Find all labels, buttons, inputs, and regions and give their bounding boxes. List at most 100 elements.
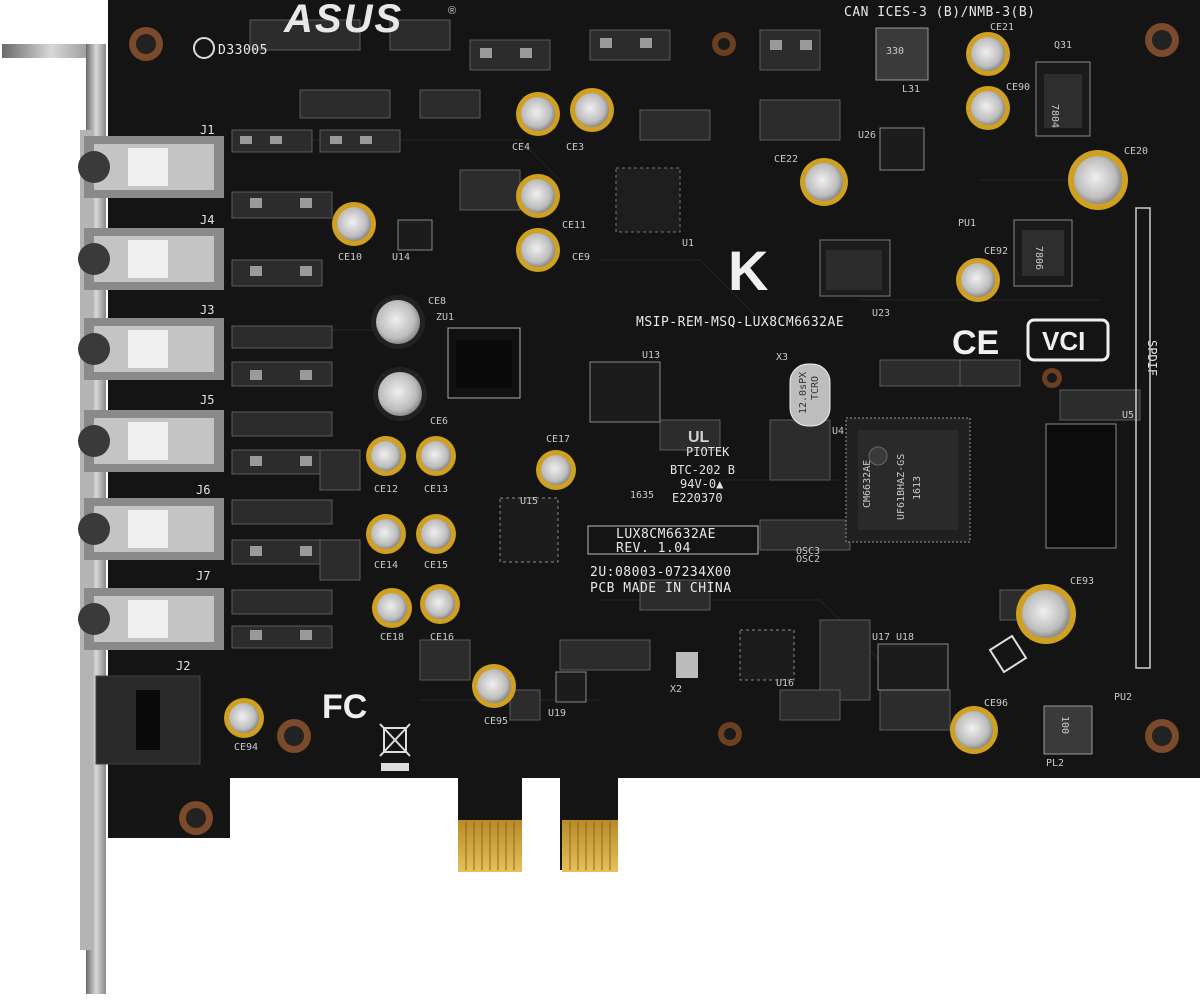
cap-label: CE16 [430,632,454,643]
cap-label: CE3 [566,142,584,153]
made-in-text: PCB MADE IN CHINA [590,581,732,596]
ic-label: PU2 [1114,692,1132,703]
ic-label: L31 [902,84,920,95]
date-code-text: 1635 [630,490,654,501]
cap-label: CE94 [234,742,258,753]
jack-label-j6: J6 [196,483,210,497]
ic-label: X2 [670,684,682,695]
cap-label: CE95 [484,716,508,727]
recycle-icon [193,37,215,59]
jack-label-j4: J4 [200,213,214,227]
ic-label: U18 [896,632,914,643]
cap-label: CE11 [562,220,586,231]
crystal-x3 [789,363,831,427]
ic-label: U14 [392,252,410,263]
registered-mark: ® [448,5,456,17]
flammability-text: 94V-0▲ [680,477,724,491]
cap-label: CE13 [424,484,448,495]
inductor-marking: 330 [886,46,904,57]
regulator-reg2 [1013,219,1073,287]
ic-label: ZU1 [436,312,454,323]
crystal-marking-2: TCRO [810,376,821,400]
cap-label: CE90 [1006,82,1030,93]
cap-label: CE22 [774,154,798,165]
inductor-pl2 [1043,705,1093,755]
ic-u15 [499,497,559,563]
audio-jack-j4 [78,228,224,290]
audio-jack-j1 [78,136,224,198]
cap-label: CE10 [338,252,362,263]
ic-label: U5 [1122,410,1134,421]
ul-file-text: E220370 [672,491,723,505]
capacitor-labels: CE4 CE3 CE11 CE9 CE10 CE8 CE6 CE12 CE13 … [234,22,1148,753]
kc-mark: K [728,239,768,302]
ic-label: X3 [776,352,788,363]
cap-label: CE17 [546,434,570,445]
inductor-l31 [875,27,929,81]
cap-label: CE8 [428,296,446,307]
ic-label: PL2 [1046,758,1064,769]
ic-label: U4 [832,426,844,437]
ic-label: U17 [872,632,890,643]
crystal-x2 [676,652,698,678]
ic-label: OSC2 [796,554,820,565]
pcie-gold-fingers [458,820,618,872]
capacitors [224,32,1128,754]
ic-u13 [589,361,661,423]
ic-labels: U1 U13 U14 U15 U16 U17 U18 U19 U23 U26 U… [392,40,1134,769]
resistor-pads [240,38,812,640]
cap-label: CE12 [374,484,398,495]
ic-label: U15 [520,496,538,507]
cap-label: CE4 [512,142,530,153]
cap-label: CE92 [984,246,1008,257]
ic-label: PU1 [958,218,976,229]
regulator-marking: 7804 [1049,104,1060,128]
spdif-text: SPDIF [1145,340,1159,376]
regulator-q31 [1035,61,1091,137]
cap-label: CE96 [984,698,1008,709]
asus-logo: ASUS [283,0,403,41]
cap-label: CE15 [424,560,448,571]
ic-u5 [1045,423,1117,549]
pl2-marking: 100 [1059,716,1070,734]
ic-label: U13 [642,350,660,361]
model-box [587,525,759,555]
ic-u16 [739,629,795,681]
smd-components [231,19,1141,731]
audio-jack-j7 [78,588,224,650]
ic-label: U16 [776,678,794,689]
crystal-marking: 12.0sPX [798,372,809,414]
cap-label: CE6 [430,416,448,427]
cap-label: CE20 [1124,146,1148,157]
vcci-mark: VCI [1042,326,1085,356]
ic-u19 [555,671,587,703]
ic-u17-u18 [877,643,949,691]
ul-mark: UL [688,429,710,446]
cap-label: CE14 [374,560,398,571]
ic-label: U19 [548,708,566,719]
cap-label: CE93 [1070,576,1094,587]
spdif-outline [1135,207,1151,669]
jack-label-j1: J1 [200,123,214,137]
ic-label: U26 [858,130,876,141]
ic-u26 [879,127,925,171]
ic-label: U1 [682,238,694,249]
vcci-box [1026,318,1110,362]
rev-text: REV. 1.04 [616,541,691,556]
ic-label: Q31 [1054,40,1072,51]
btc-text: BTC-202 B [670,463,735,477]
optical-port [95,675,201,765]
audio-jack-j6 [78,498,224,560]
rcm-icon [988,634,1028,674]
fcc-mark: FC [322,688,367,726]
optical-label: J2 [176,659,190,673]
cert-top-text: CAN ICES-3 (B)/NMB-3(B) [844,5,1036,20]
weee-bin-icon [379,723,411,771]
cap-label: CE9 [572,252,590,263]
ic-u1 [615,167,681,233]
jack-label-j5: J5 [200,393,214,407]
mounting-holes [129,23,1179,835]
regulator-u23 [819,239,891,297]
